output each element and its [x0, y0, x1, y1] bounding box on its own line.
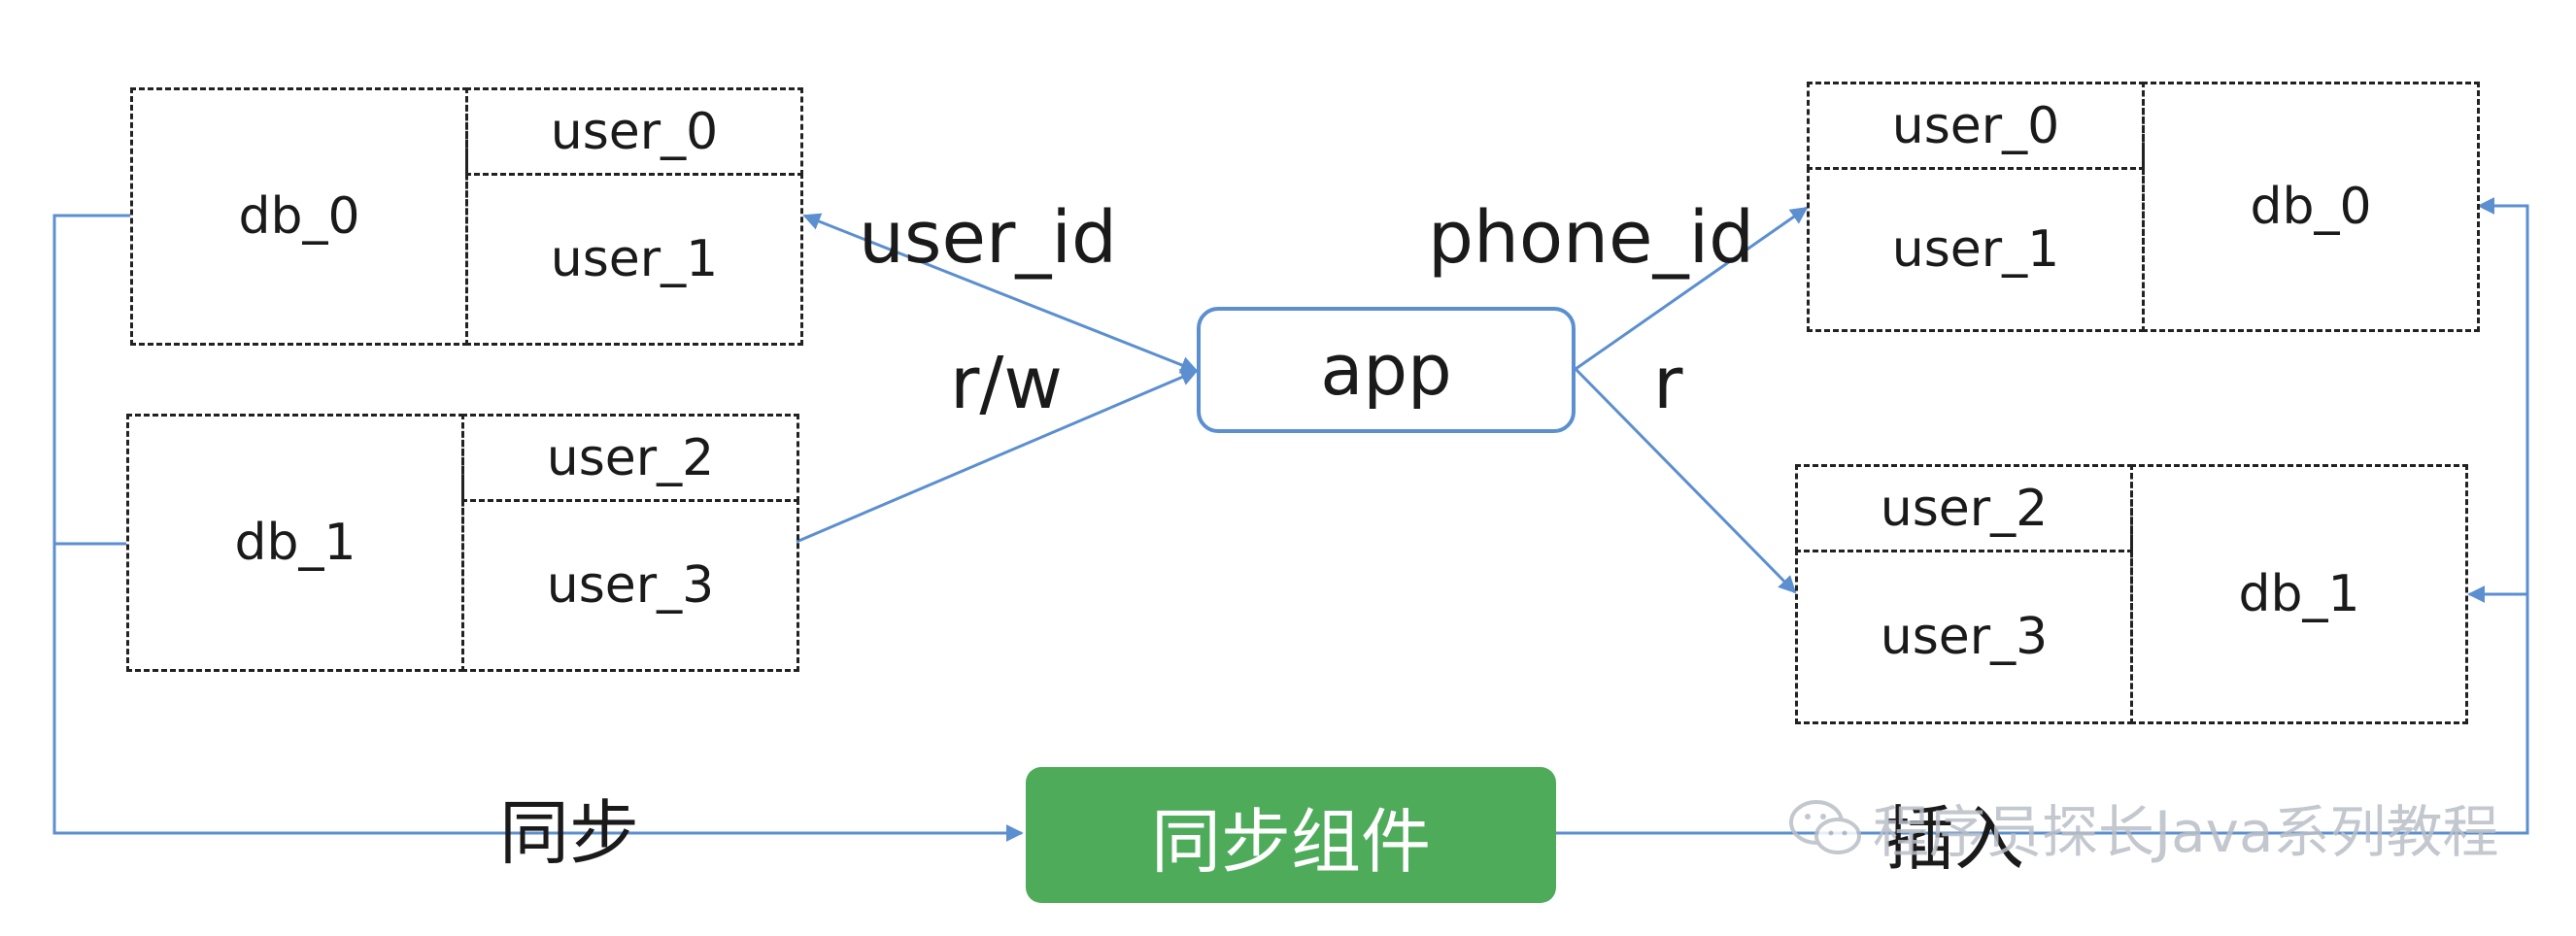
right-db1-user3-label: user_3 [1880, 608, 2049, 666]
edge-label-phone-id: phone_id [1428, 196, 1755, 280]
left-db0-user1-label: user_1 [550, 230, 719, 288]
wechat-icon [1789, 800, 1861, 854]
left-db1-table-user3: user_3 [461, 499, 799, 672]
watermark-text: 程序员探长Java系列教程 [1873, 799, 2499, 865]
right-db1-user2-label: user_2 [1880, 479, 2049, 538]
edge-label-insert: 插入 [1884, 798, 2025, 880]
app-node: app [1197, 307, 1576, 433]
arrow-app-to-left-user1 [802, 213, 1199, 374]
right-db0-name: db_0 [2142, 82, 2480, 332]
app-label: app [1320, 329, 1452, 411]
left-db0-name: db_0 [130, 87, 468, 346]
right-db0-table-user0: user_0 [1807, 82, 2145, 170]
edge-label-user-id: user_id [859, 196, 1117, 280]
left-db1-user2-label: user_2 [546, 428, 715, 487]
edge-label-sync: 同步 [499, 792, 640, 874]
edge-label-r: r [1653, 342, 1683, 425]
right-db1-label: db_1 [2238, 565, 2360, 623]
arrow-left-user3-to-app [796, 369, 1199, 544]
left-db0-label: db_0 [238, 187, 360, 246]
line-insert-bracket [1556, 197, 2529, 835]
right-db0-table-user1: user_1 [1807, 167, 2145, 332]
arrow-app-to-right-user3 [1574, 367, 1797, 594]
right-db1-table-user2: user_2 [1795, 464, 2133, 552]
left-db1-name: db_1 [126, 414, 464, 672]
right-db0-label: db_0 [2250, 178, 2372, 236]
left-db0-user0-label: user_0 [550, 102, 719, 161]
left-db1-label: db_1 [234, 514, 356, 572]
left-db1-user3-label: user_3 [546, 556, 715, 615]
left-db1-table-user2: user_2 [461, 414, 799, 502]
edge-label-rw: r/w [950, 342, 1063, 425]
right-db0-user0-label: user_0 [1891, 96, 2060, 155]
watermark: 程序员探长Java系列教程 [1787, 786, 2499, 868]
sync-component-label: 同步组件 [1150, 800, 1431, 883]
arrow-app-to-right-user1 [1575, 206, 1809, 371]
sync-component-node: 同步组件 [1026, 767, 1556, 903]
line-sync-bracket [52, 214, 1024, 842]
left-db0-table-user0: user_0 [465, 87, 803, 176]
left-db0-table-user1: user_1 [465, 173, 803, 346]
right-db1-name: db_1 [2130, 464, 2468, 724]
right-db1-table-user3: user_3 [1795, 550, 2133, 724]
right-db0-user1-label: user_1 [1891, 220, 2060, 279]
